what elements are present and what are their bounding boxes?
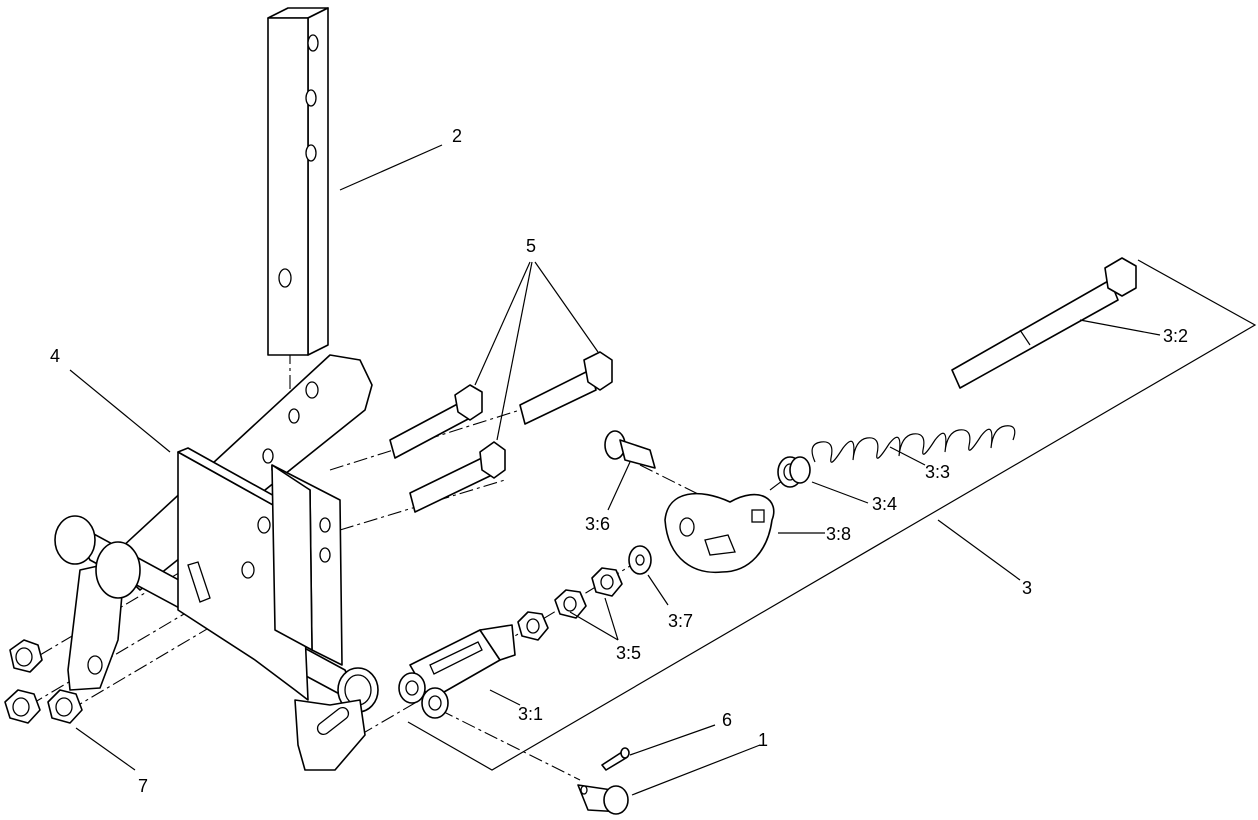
part-1-clevis-pin — [577, 784, 629, 815]
callout-7: 7 — [138, 776, 148, 796]
callout-3-1: 3:1 — [518, 704, 543, 724]
callout-3-5: 3:5 — [616, 643, 641, 663]
part-4-bracket-assembly — [54, 354, 379, 771]
callout-3-4: 3:4 — [872, 494, 897, 514]
leader-lines — [69, 144, 1161, 796]
callout-3: 3 — [1022, 578, 1032, 598]
part-3-2-long-bolt — [951, 257, 1137, 389]
callout-3-6: 3:6 — [585, 514, 610, 534]
part-3-4-bushing — [777, 456, 811, 488]
assembly-3-bracket — [407, 259, 1257, 771]
part-3-3-spring — [811, 425, 1016, 463]
part-3-5-nuts — [517, 567, 623, 641]
callout-3-8: 3:8 — [826, 524, 851, 544]
part-2-adjustment-bar — [267, 7, 329, 356]
callout-6: 6 — [722, 710, 732, 730]
part-3-8-cam — [664, 492, 775, 574]
callout-5: 5 — [526, 236, 536, 256]
part-3-7-washer — [628, 545, 652, 575]
part-7-hex-nuts — [4, 639, 83, 724]
part-3-1-clevis — [398, 624, 516, 719]
part-3-6-carriage-bolt — [604, 430, 656, 469]
callout-3-7: 3:7 — [668, 611, 693, 631]
callout-3-3: 3:3 — [925, 462, 950, 482]
callout-4: 4 — [50, 346, 60, 366]
callout-2: 2 — [452, 126, 462, 146]
part-6-cotter-pin — [601, 747, 630, 771]
callout-3-2: 3:2 — [1163, 326, 1188, 346]
part-5-bolts — [389, 351, 613, 513]
callout-labels: 2 4 5 3:2 3:3 3:4 3:6 3:8 3 3:7 3:5 3:1 … — [50, 126, 1188, 796]
callout-1: 1 — [758, 730, 768, 750]
